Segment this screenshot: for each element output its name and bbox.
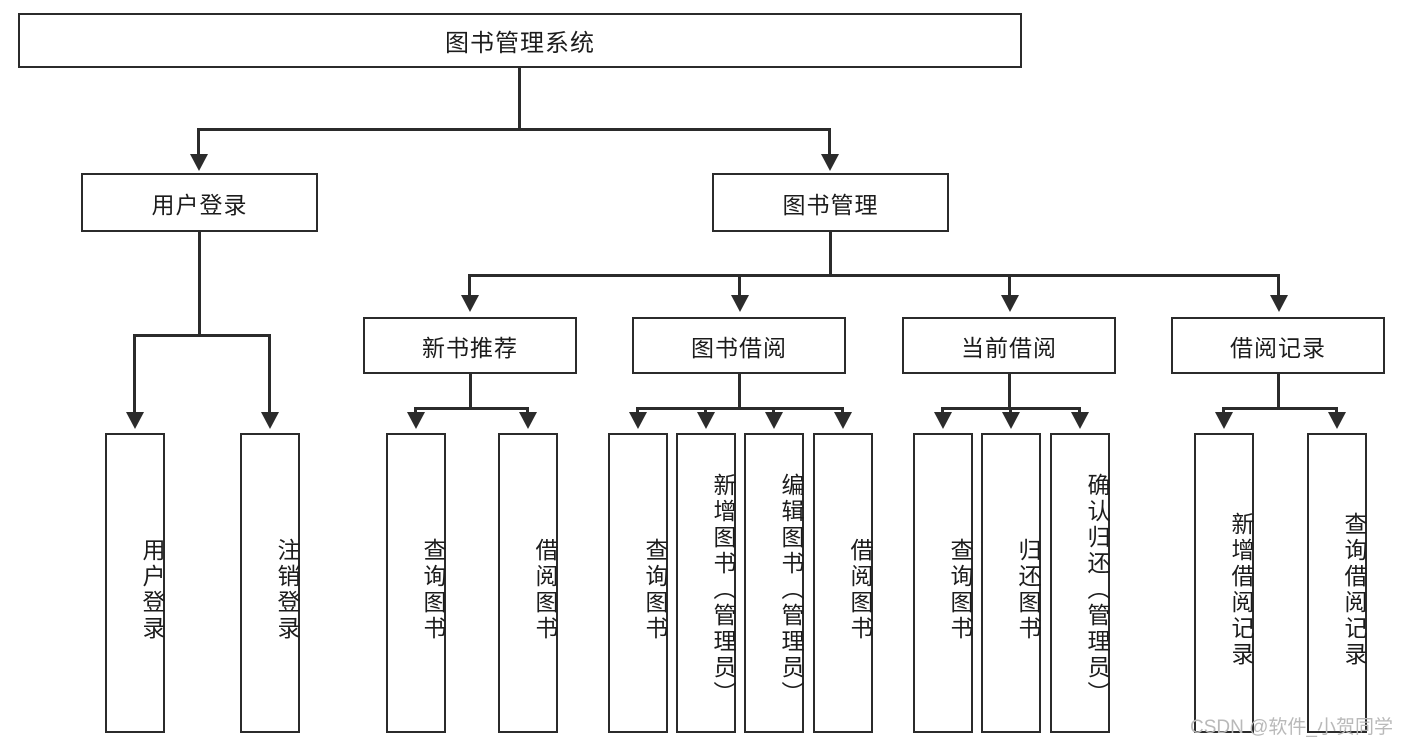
node-book-management[interactable]: 图书管理: [712, 173, 949, 232]
leaf-current-borrow-2[interactable]: 归还图书: [981, 433, 1041, 733]
leaf-book-borrow-3[interactable]: 编辑图书（管理员）: [744, 433, 804, 733]
connector-book-borrow-drop-4: [841, 407, 844, 415]
leaf-borrow-record-1[interactable]: 新增借阅记录: [1194, 433, 1254, 733]
node-label: 新增借阅记录: [1228, 512, 1254, 668]
connector-borrow-record-stem: [1277, 374, 1280, 410]
arrow-borrow-record-leaf-1: [1215, 412, 1233, 429]
connector-user-login-bus: [133, 334, 271, 337]
node-label: 借阅记录: [1230, 334, 1326, 361]
connector-book-borrow-drop-2: [704, 407, 707, 415]
connector-borrow-record-drop-1: [1222, 407, 1225, 415]
connector-book-manage-stem: [829, 232, 832, 277]
node-label: 新书推荐: [422, 334, 518, 361]
node-label: 新增图书（管理员）: [710, 473, 736, 707]
leaf-new-book-1[interactable]: 查询图书: [386, 433, 446, 733]
node-user-login[interactable]: 用户登录: [81, 173, 318, 232]
arrow-book-borrow-leaf-3: [765, 412, 783, 429]
connector-book-borrow-stem: [738, 374, 741, 410]
connector-borrow-record-drop-2: [1335, 407, 1338, 415]
arrow-user-login-leaf-1: [126, 412, 144, 429]
node-label: 图书管理系统: [445, 30, 595, 57]
connector-book-manage-drop-1: [468, 274, 471, 298]
leaf-user-login-2[interactable]: 注销登录: [240, 433, 300, 733]
arrow-book-borrow-leaf-1: [629, 412, 647, 429]
node-label: 确认归还（管理员）: [1084, 473, 1110, 707]
arrow-book-borrow-leaf-4: [834, 412, 852, 429]
arrow-root-to-user-login: [190, 154, 208, 171]
arrow-book-manage-to-book-borrow: [731, 295, 749, 312]
node-label: 查询图书: [420, 538, 446, 642]
node-current-borrow[interactable]: 当前借阅: [902, 317, 1116, 374]
arrow-current-borrow-leaf-2: [1002, 412, 1020, 429]
connector-root-stem: [518, 68, 521, 130]
node-label: 查询图书: [947, 538, 973, 642]
node-label: 查询借阅记录: [1341, 512, 1367, 668]
connector-current-borrow-drop-1: [941, 407, 944, 415]
node-book-borrow[interactable]: 图书借阅: [632, 317, 846, 374]
leaf-book-borrow-2[interactable]: 新增图书（管理员）: [676, 433, 736, 733]
leaf-current-borrow-1[interactable]: 查询图书: [913, 433, 973, 733]
connector-book-manage-drop-4: [1277, 274, 1280, 298]
leaf-new-book-2[interactable]: 借阅图书: [498, 433, 558, 733]
node-label: 借阅图书: [532, 538, 558, 642]
connector-user-login-drop-1: [133, 334, 136, 415]
connector-book-manage-drop-2: [738, 274, 741, 298]
leaf-borrow-record-2[interactable]: 查询借阅记录: [1307, 433, 1367, 733]
connector-current-borrow-drop-3: [1078, 407, 1081, 415]
node-label: 图书借阅: [691, 334, 787, 361]
leaf-book-borrow-1[interactable]: 查询图书: [608, 433, 668, 733]
node-label: 当前借阅: [961, 334, 1057, 361]
arrow-root-to-book-manage: [821, 154, 839, 171]
node-new-book-recommend[interactable]: 新书推荐: [363, 317, 577, 374]
arrow-new-book-leaf-1: [407, 412, 425, 429]
arrow-user-login-leaf-2: [261, 412, 279, 429]
connector-root-to-user-login: [197, 128, 200, 156]
node-label: 借阅图书: [847, 538, 873, 642]
leaf-user-login-1[interactable]: 用户登录: [105, 433, 165, 733]
node-label: 注销登录: [274, 538, 300, 642]
connector-book-manage-drop-3: [1008, 274, 1011, 298]
connector-book-borrow-drop-3: [772, 407, 775, 415]
arrow-current-borrow-leaf-3: [1071, 412, 1089, 429]
connector-current-borrow-drop-2: [1009, 407, 1012, 415]
arrow-book-manage-to-new-book: [461, 295, 479, 312]
arrow-book-manage-to-current-borrow: [1001, 295, 1019, 312]
leaf-current-borrow-3[interactable]: 确认归还（管理员）: [1050, 433, 1110, 733]
connector-borrow-record-bus: [1222, 407, 1338, 410]
arrow-book-borrow-leaf-2: [697, 412, 715, 429]
connector-current-borrow-stem: [1008, 374, 1011, 410]
node-label: 图书管理: [782, 191, 879, 218]
node-label: 用户登录: [151, 191, 248, 218]
connector-new-book-drop-1: [414, 407, 417, 415]
arrow-current-borrow-leaf-1: [934, 412, 952, 429]
node-root-system[interactable]: 图书管理系统: [18, 13, 1022, 68]
connector-new-book-drop-2: [526, 407, 529, 415]
connector-new-book-bus: [414, 407, 529, 410]
connector-book-borrow-drop-1: [636, 407, 639, 415]
arrow-borrow-record-leaf-2: [1328, 412, 1346, 429]
node-label: 编辑图书（管理员）: [778, 473, 804, 707]
arrow-book-manage-to-borrow-record: [1270, 295, 1288, 312]
connector-user-login-drop-2: [268, 334, 271, 415]
node-label: 查询图书: [642, 538, 668, 642]
leaf-book-borrow-4[interactable]: 借阅图书: [813, 433, 873, 733]
node-label: 归还图书: [1015, 538, 1041, 642]
connector-new-book-stem: [469, 374, 472, 410]
connector-book-borrow-bus: [636, 407, 844, 410]
connector-root-bus: [197, 128, 831, 131]
connector-book-manage-bus: [468, 274, 1280, 277]
node-borrow-record[interactable]: 借阅记录: [1171, 317, 1385, 374]
connector-root-to-book-manage: [828, 128, 831, 156]
arrow-new-book-leaf-2: [519, 412, 537, 429]
node-label: 用户登录: [139, 538, 165, 642]
connector-user-login-stem: [198, 232, 201, 337]
